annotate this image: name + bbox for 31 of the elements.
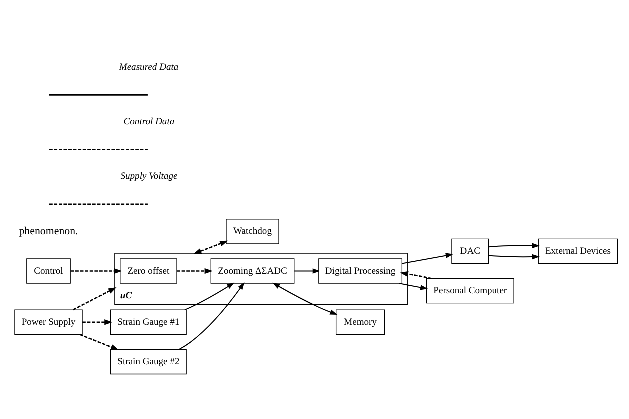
legend-label: Control Data bbox=[124, 116, 175, 128]
node-box: Watchdog bbox=[226, 219, 280, 244]
arrow bbox=[82, 320, 113, 326]
arrow bbox=[488, 243, 540, 249]
node-box: Digital Processing bbox=[318, 258, 403, 284]
legend-label: Measured Data bbox=[119, 62, 179, 73]
arrow bbox=[80, 334, 120, 350]
arrow bbox=[488, 254, 540, 260]
node-box: Strain Gauge #2 bbox=[110, 349, 187, 375]
node-box: Power Supply bbox=[14, 310, 83, 336]
arrow bbox=[72, 287, 117, 311]
arrow bbox=[193, 240, 228, 254]
arrow bbox=[177, 268, 214, 274]
arrow bbox=[70, 268, 122, 274]
arrow bbox=[399, 283, 428, 290]
node-box: External Devices bbox=[538, 238, 618, 264]
node-box: Strain Gauge #1 bbox=[110, 310, 187, 336]
node-box: Memory bbox=[336, 310, 386, 336]
arrow bbox=[294, 268, 320, 274]
node-box: Zooming ΔΣADC bbox=[210, 258, 295, 284]
arrow bbox=[402, 253, 454, 264]
arrow bbox=[400, 271, 432, 280]
node-box: Control bbox=[26, 258, 71, 284]
node-box: DAC bbox=[452, 238, 490, 264]
label: phenomenon. bbox=[19, 225, 78, 238]
arrow bbox=[272, 282, 338, 315]
arrow bbox=[179, 282, 245, 350]
arrow bbox=[184, 282, 235, 311]
node-box: Personal Computer bbox=[426, 278, 514, 304]
legend-label: Supply Voltage bbox=[120, 170, 178, 182]
node-box: Zero offset bbox=[120, 258, 178, 284]
